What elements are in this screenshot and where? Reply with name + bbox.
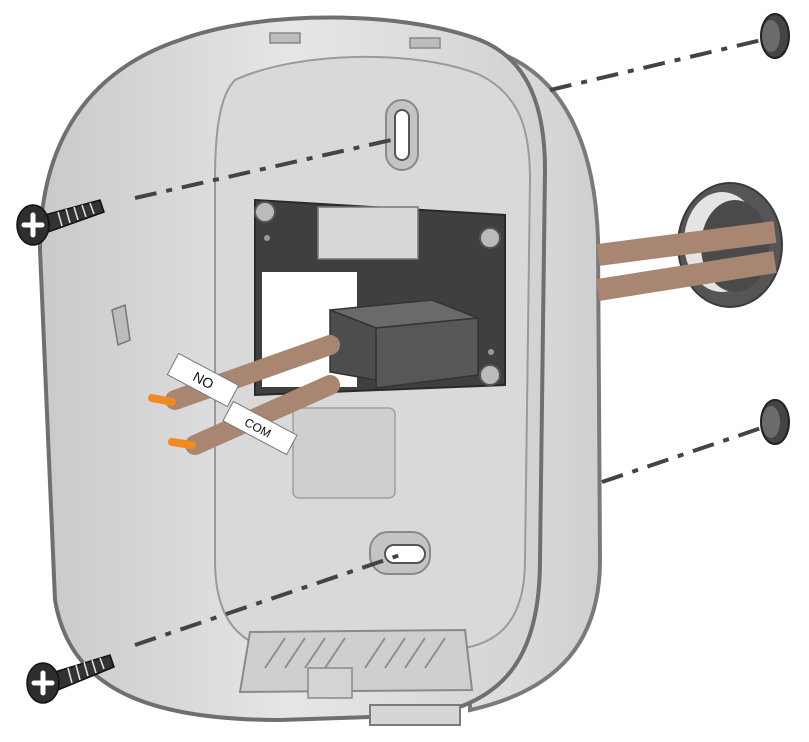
lower-mounting-slot-hole <box>384 544 426 564</box>
connector-block <box>317 206 419 260</box>
cable-upper <box>596 221 777 266</box>
upper-mounting-slot-hole <box>394 109 410 161</box>
lower-recess <box>292 407 396 499</box>
label-tag-no: NO <box>166 352 240 408</box>
wall-anchor-icon <box>760 13 790 59</box>
bottom-foot <box>369 704 461 726</box>
vent-ribs <box>264 637 446 669</box>
screw-icon <box>26 654 115 704</box>
top-slot-left <box>269 32 301 44</box>
wall-anchor-icon <box>760 399 790 445</box>
wire-com-tip <box>168 438 196 449</box>
guide-lines <box>134 36 771 647</box>
vent-tab <box>307 667 353 699</box>
plate-screw-top-left <box>254 201 276 223</box>
side-clip <box>111 303 131 347</box>
relay-module-side <box>375 317 479 389</box>
plate-dot-2 <box>488 349 494 355</box>
plate-dot-1 <box>264 235 270 241</box>
plate-screw-bottom-right <box>479 364 501 386</box>
plate-screw-top-right <box>479 227 501 249</box>
wire-com <box>185 375 340 455</box>
cable-lower <box>596 251 777 301</box>
vent-grille <box>238 628 474 694</box>
wire-no-tip <box>148 394 176 406</box>
top-slot-right <box>409 37 441 49</box>
screw-icon <box>16 199 105 246</box>
